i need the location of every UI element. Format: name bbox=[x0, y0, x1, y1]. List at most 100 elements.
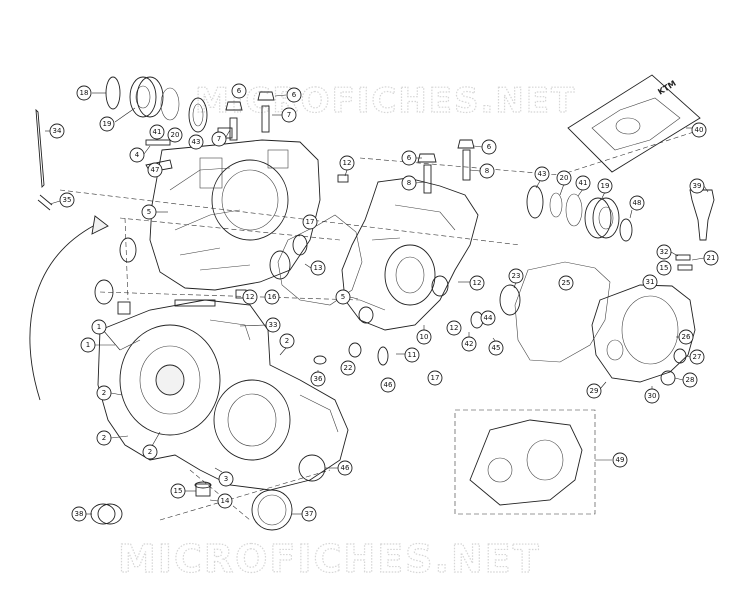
svg-text:27: 27 bbox=[693, 353, 702, 361]
callout-4: 4 bbox=[129, 145, 151, 163]
svg-text:2: 2 bbox=[148, 448, 152, 456]
crankcase-assembled bbox=[97, 299, 349, 491]
assembly-arrow bbox=[29, 224, 96, 401]
svg-text:3: 3 bbox=[224, 475, 228, 483]
callout-2b: 2 bbox=[96, 385, 123, 401]
callout-12a: 12 bbox=[339, 155, 355, 177]
svg-text:43: 43 bbox=[538, 170, 547, 178]
callout-19: 19 bbox=[99, 107, 136, 132]
callout-12b: 12 bbox=[242, 289, 258, 305]
svg-text:49: 49 bbox=[616, 456, 625, 464]
callout-8a: 8 bbox=[401, 175, 425, 191]
callout-38: 38 bbox=[71, 506, 92, 522]
breather-tube bbox=[35, 108, 53, 211]
svg-text:2: 2 bbox=[102, 389, 106, 397]
svg-text:1: 1 bbox=[86, 341, 90, 349]
svg-text:41: 41 bbox=[579, 179, 588, 187]
svg-text:18: 18 bbox=[80, 89, 89, 97]
svg-text:12: 12 bbox=[450, 324, 459, 332]
svg-text:40: 40 bbox=[695, 126, 704, 134]
callout-2c: 2 bbox=[96, 430, 129, 446]
svg-text:13: 13 bbox=[314, 264, 323, 272]
svg-text:47: 47 bbox=[151, 166, 160, 174]
callout-6b: 6 bbox=[274, 87, 302, 103]
svg-text:36: 36 bbox=[314, 375, 323, 383]
svg-text:10: 10 bbox=[420, 333, 429, 341]
svg-text:48: 48 bbox=[633, 199, 642, 207]
callout-2a: 2 bbox=[279, 333, 295, 356]
svg-text:7: 7 bbox=[217, 135, 221, 143]
callout-43b: 43 bbox=[534, 166, 550, 189]
callout-6c: 6 bbox=[401, 150, 422, 166]
svg-text:39: 39 bbox=[693, 182, 702, 190]
svg-text:5: 5 bbox=[341, 293, 345, 301]
callout-21: 21 bbox=[691, 250, 719, 266]
svg-text:11: 11 bbox=[408, 351, 417, 359]
callout-41: 41 bbox=[149, 124, 165, 140]
watermark-bottom: MICROFICHES.NET bbox=[118, 537, 541, 581]
svg-text:42: 42 bbox=[465, 340, 474, 348]
svg-text:33: 33 bbox=[269, 321, 278, 329]
svg-text:17: 17 bbox=[431, 374, 440, 382]
svg-text:2: 2 bbox=[102, 434, 106, 442]
svg-text:2: 2 bbox=[285, 337, 289, 345]
svg-text:19: 19 bbox=[103, 120, 112, 128]
callout-22: 22 bbox=[340, 360, 356, 376]
svg-text:31: 31 bbox=[646, 278, 655, 286]
right-crankcase-half bbox=[341, 177, 479, 331]
svg-text:4: 4 bbox=[135, 151, 140, 159]
callout-20: 20 bbox=[167, 127, 183, 143]
svg-text:25: 25 bbox=[562, 279, 571, 287]
callout-33: 33 bbox=[239, 317, 281, 333]
bearing-set-left bbox=[105, 76, 208, 173]
callout-15b: 15 bbox=[170, 483, 196, 499]
callout-11: 11 bbox=[396, 347, 420, 363]
svg-text:28: 28 bbox=[686, 376, 695, 384]
svg-text:29: 29 bbox=[590, 387, 599, 395]
callout-36: 36 bbox=[310, 370, 326, 387]
svg-text:15: 15 bbox=[174, 487, 183, 495]
seal-23 bbox=[499, 284, 521, 316]
callout-13: 13 bbox=[304, 260, 326, 276]
callout-19b: 19 bbox=[597, 178, 613, 199]
callout-49: 49 bbox=[612, 452, 628, 468]
callout-32: 32 bbox=[656, 244, 679, 260]
svg-text:45: 45 bbox=[492, 344, 501, 352]
svg-text:12: 12 bbox=[343, 159, 352, 167]
svg-text:38: 38 bbox=[75, 510, 84, 518]
callout-17a: 17 bbox=[302, 214, 318, 230]
callout-35: 35 bbox=[49, 192, 75, 208]
misc-small-parts bbox=[94, 174, 484, 366]
callout-44: 44 bbox=[480, 310, 496, 326]
svg-text:12: 12 bbox=[246, 293, 255, 301]
svg-text:1: 1 bbox=[97, 323, 101, 331]
callout-7b: 7 bbox=[272, 107, 297, 123]
svg-text:46: 46 bbox=[341, 464, 350, 472]
svg-text:30: 30 bbox=[648, 392, 657, 400]
callout-40: 40 bbox=[686, 122, 707, 138]
callout-43: 43 bbox=[188, 134, 204, 150]
callout-15a: 15 bbox=[656, 260, 672, 276]
svg-text:17: 17 bbox=[306, 218, 315, 226]
callout-29: 29 bbox=[586, 381, 607, 399]
svg-text:20: 20 bbox=[171, 131, 180, 139]
callout-3: 3 bbox=[214, 467, 234, 487]
callout-39: 39 bbox=[689, 178, 709, 194]
callout-46b: 46 bbox=[325, 460, 353, 476]
callout-31: 31 bbox=[642, 274, 658, 290]
watermark-top: MICROFICHES.NET bbox=[195, 81, 576, 121]
callout-46a: 46 bbox=[380, 377, 396, 393]
svg-text:19: 19 bbox=[601, 182, 610, 190]
callout-20b: 20 bbox=[556, 170, 572, 196]
callout-34: 34 bbox=[45, 123, 65, 139]
callout-12d: 12 bbox=[446, 320, 462, 336]
dowel-studs-right bbox=[417, 139, 475, 194]
svg-text:6: 6 bbox=[237, 87, 242, 95]
callout-1a: 1 bbox=[91, 319, 121, 351]
callout-26: 26 bbox=[676, 329, 694, 345]
callout-23: 23 bbox=[508, 268, 524, 289]
gasket-13 bbox=[277, 214, 363, 306]
callout-5a: 5 bbox=[141, 204, 168, 220]
svg-text:14: 14 bbox=[221, 497, 230, 505]
